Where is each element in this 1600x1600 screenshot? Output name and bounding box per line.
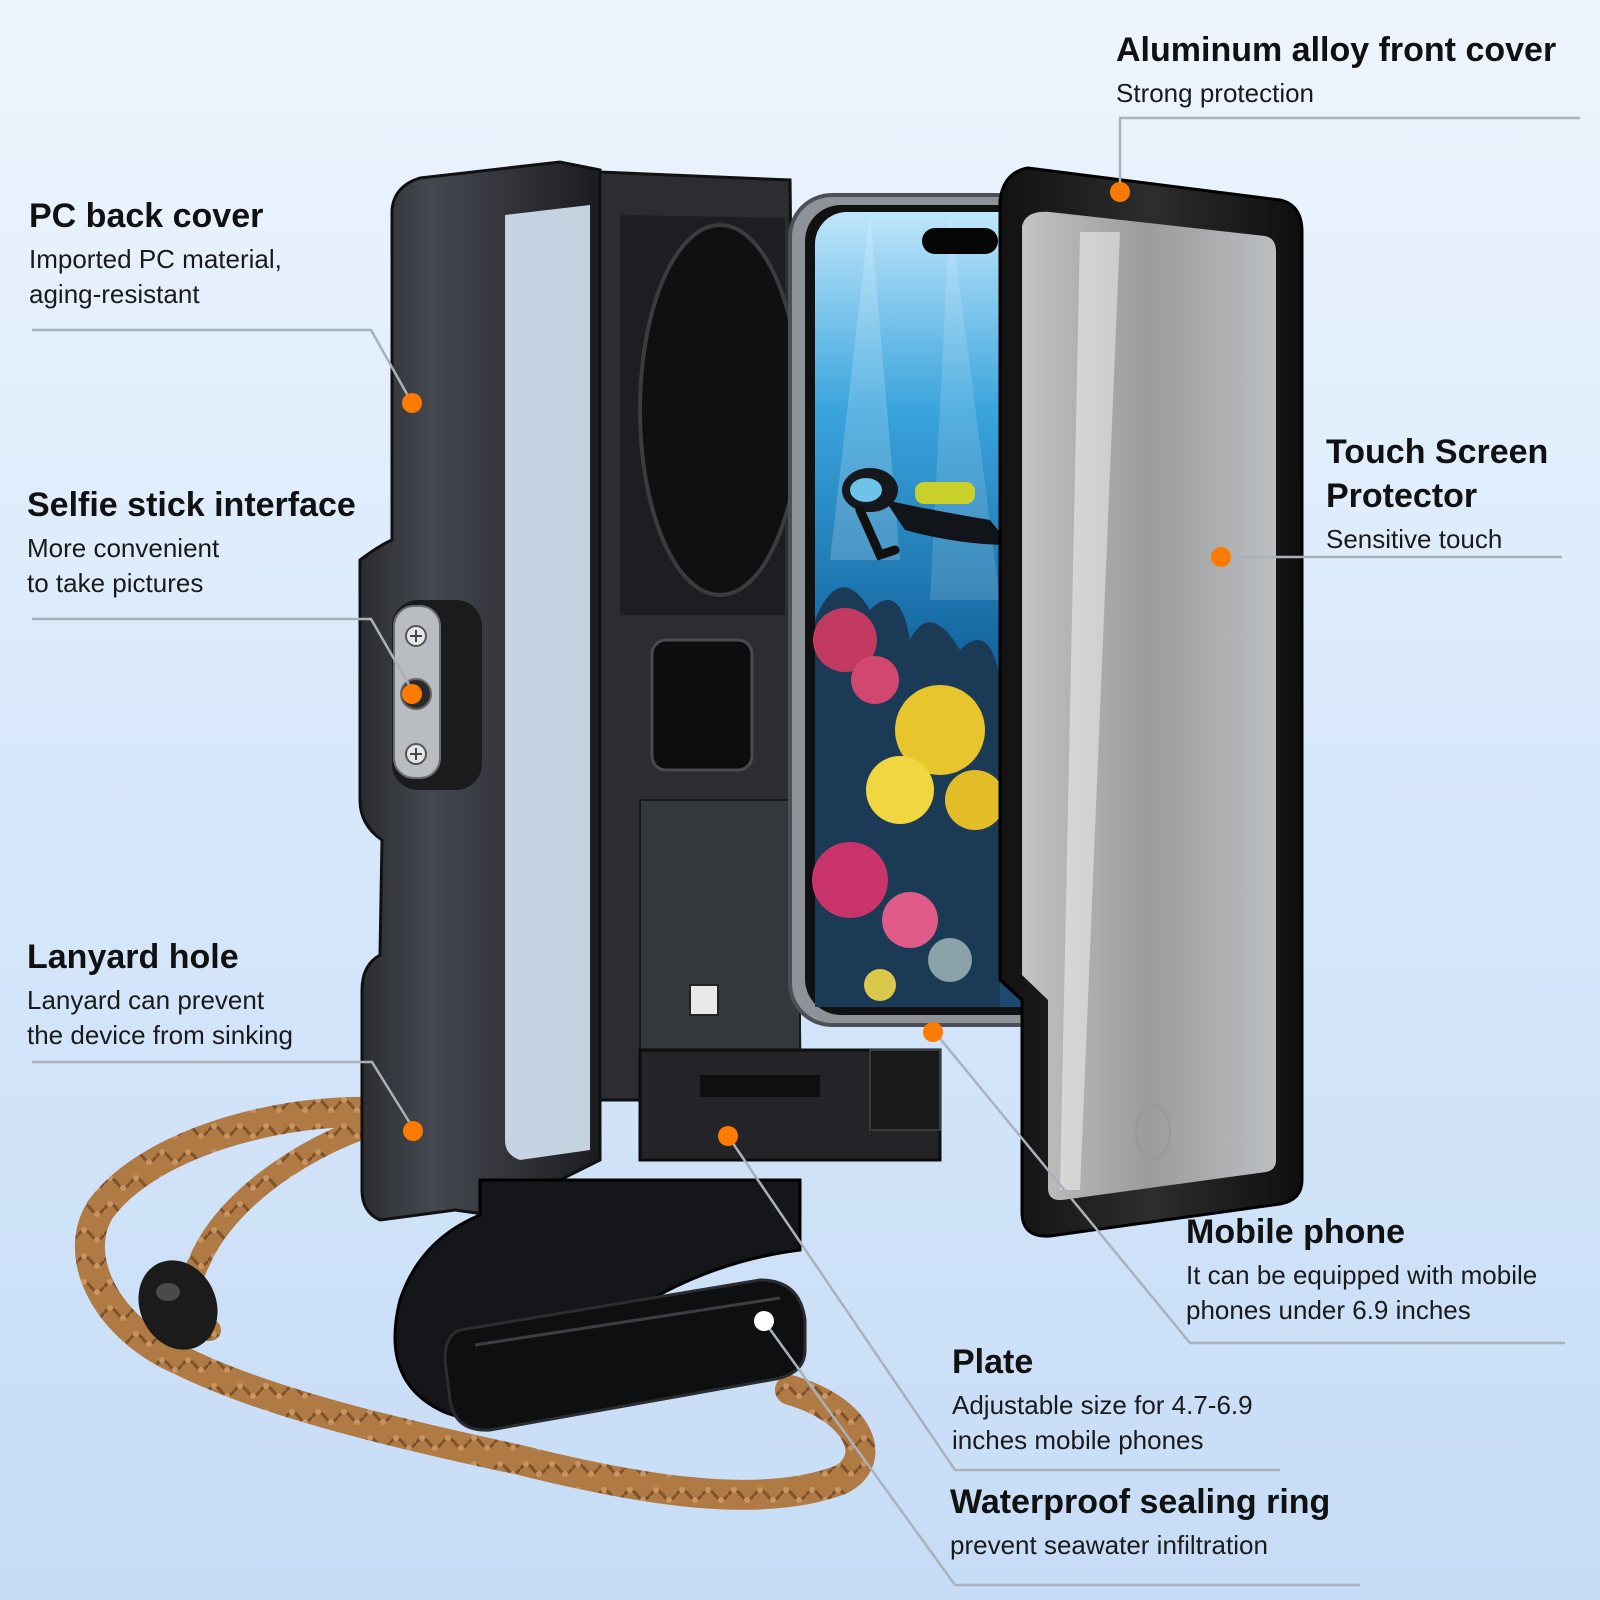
- front-cover-illustration: [998, 166, 1304, 1238]
- white-dot-icon: [754, 1311, 774, 1331]
- screw-icon: [405, 743, 427, 765]
- callout-front-cover: Aluminum alloy front cover Strong protec…: [1116, 28, 1556, 111]
- callout-title: Touch Screen Protector: [1326, 433, 1549, 516]
- callout-title: Selfie stick interface: [27, 486, 356, 524]
- callout-desc: Sensitive touch: [1326, 524, 1503, 555]
- callout-title: PC back cover: [29, 197, 264, 235]
- callout-title: Mobile phone: [1186, 1213, 1406, 1251]
- orange-dot-icon: [403, 1121, 423, 1141]
- callout-title: Waterproof sealing ring: [950, 1483, 1331, 1521]
- orange-dot-icon: [402, 393, 422, 413]
- plate-illustration: [598, 170, 942, 1162]
- callout-title: Lanyard hole: [27, 938, 239, 976]
- callout-plate: Plate Adjustable size for 4.7-6.9 inches…: [952, 1340, 1253, 1457]
- back-cover-illustration: [358, 160, 602, 1222]
- callout-title: Plate: [952, 1343, 1034, 1381]
- callout-desc: It can be equipped with mobile phones un…: [1186, 1260, 1538, 1325]
- orange-dot-icon: [1211, 547, 1231, 567]
- orange-dot-icon: [923, 1022, 943, 1042]
- callout-sealing-ring: Waterproof sealing ring prevent seawater…: [950, 1480, 1330, 1563]
- callout-desc: Lanyard can prevent the device from sink…: [27, 985, 293, 1050]
- orange-dot-icon: [1110, 182, 1130, 202]
- callout-pc-back-cover: PC back cover Imported PC material, agin…: [29, 194, 282, 311]
- callout-touch-protector: Touch Screen Protector Sensitive touch: [1326, 430, 1548, 557]
- leader-lines: [32, 116, 1580, 1587]
- callout-mobile-phone: Mobile phone It can be equipped with mob…: [1186, 1210, 1537, 1327]
- callout-desc: prevent seawater infiltration: [950, 1530, 1268, 1561]
- callout-lanyard-hole: Lanyard hole Lanyard can prevent the dev…: [27, 935, 293, 1052]
- home-button-icon: [1134, 1104, 1172, 1160]
- handle-illustration: [393, 1178, 807, 1432]
- orange-dot-icon: [402, 684, 422, 704]
- callout-title: Aluminum alloy front cover: [1116, 31, 1557, 69]
- callout-dots: [402, 182, 1231, 1331]
- callout-desc: Strong protection: [1116, 78, 1315, 109]
- callout-desc: More convenient to take pictures: [27, 533, 220, 598]
- callout-desc: Imported PC material, aging-resistant: [29, 244, 282, 309]
- screw-icon: [405, 625, 427, 647]
- callout-desc: Adjustable size for 4.7-6.9 inches mobil…: [952, 1390, 1253, 1455]
- callout-selfie-interface: Selfie stick interface More convenient t…: [27, 483, 356, 600]
- orange-dot-icon: [718, 1126, 738, 1146]
